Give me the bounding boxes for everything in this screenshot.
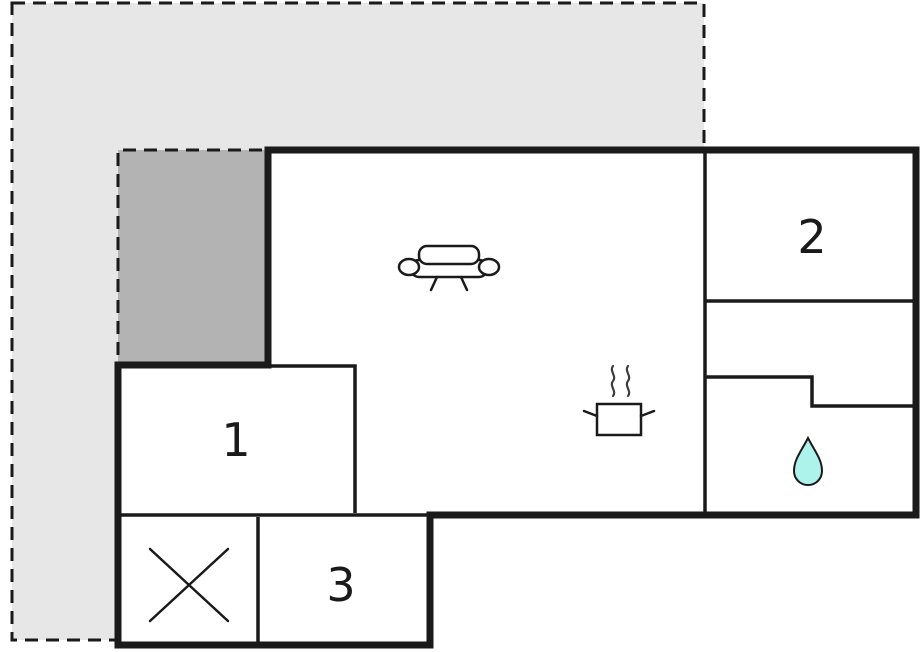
terrace-area (12, 3, 704, 640)
water-drop-icon (792, 435, 824, 486)
room-1-label: 1 (221, 413, 250, 467)
steam-line (610, 364, 616, 398)
cross-icon (148, 547, 230, 623)
wall-room1 (271, 364, 357, 513)
steam-line (625, 364, 631, 398)
room-2-label: 2 (797, 210, 826, 264)
room-3-label: 3 (326, 558, 355, 612)
wall-bathroom-step (705, 375, 914, 408)
stove-pot-icon (582, 364, 656, 437)
building-outline (114, 146, 920, 649)
sofa-icon (397, 244, 501, 292)
covered-terrace-area (118, 150, 268, 365)
terrace-dashed-outline (10, 1, 706, 642)
